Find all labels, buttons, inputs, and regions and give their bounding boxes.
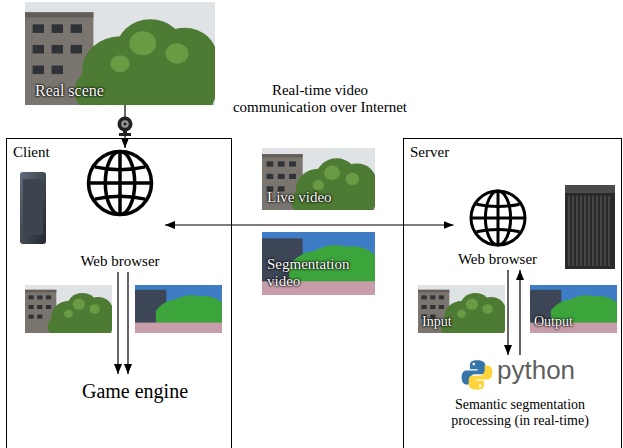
python-logo-use bbox=[462, 360, 493, 389]
engine-node: Game engine bbox=[70, 374, 200, 408]
cloud-shape-use bbox=[238, 138, 402, 306]
segmentation-image-use bbox=[262, 232, 375, 295]
connector bbox=[127, 272, 128, 374]
segmentation-image-use bbox=[530, 285, 617, 333]
engine-label: Game engine bbox=[82, 380, 188, 403]
server-rack-icon bbox=[565, 185, 615, 269]
server-box: ServerWeb browserInput Output pythonSemant… bbox=[403, 138, 622, 448]
phone-icon bbox=[20, 172, 46, 244]
logo-word: python bbox=[497, 356, 575, 386]
video-label: Segmentation video bbox=[267, 256, 362, 291]
image-label: Input bbox=[422, 314, 452, 330]
cloud-heading: Real-time video communication over Inter… bbox=[228, 82, 412, 117]
text-holder: Input bbox=[422, 312, 452, 330]
text-holder: Live video bbox=[267, 188, 332, 206]
client-box: ClientWeb browserGame engine bbox=[6, 138, 232, 448]
browser-label: Web browser bbox=[80, 253, 159, 270]
box-label: Client bbox=[13, 144, 50, 161]
browser-label: Web browser bbox=[458, 251, 537, 268]
image-node: Input bbox=[418, 285, 505, 333]
browser-node: Web browser bbox=[75, 148, 165, 272]
text-holder: Client bbox=[13, 143, 50, 161]
globe-icon bbox=[468, 188, 528, 248]
connector bbox=[117, 272, 118, 374]
connector bbox=[519, 270, 520, 355]
client-photo-thumbnail bbox=[25, 285, 123, 339]
photo-image-use bbox=[25, 2, 215, 105]
text-holder: Web browser bbox=[454, 250, 542, 268]
text-holder: Web browser bbox=[75, 252, 165, 270]
video-label: Live video bbox=[267, 189, 332, 206]
processing-node: pythonSemantic segmentation processing (… bbox=[425, 355, 615, 443]
image-label: Output bbox=[534, 314, 573, 330]
globe-icon bbox=[85, 148, 155, 218]
globe-icon-use bbox=[471, 191, 525, 245]
globe-icon-use bbox=[89, 152, 152, 215]
browser-node: Web browser bbox=[454, 188, 542, 270]
box-label: Server bbox=[410, 144, 449, 161]
image-node: Real scene bbox=[25, 2, 215, 105]
image-node: Output bbox=[530, 285, 617, 333]
text-holder: Server bbox=[410, 143, 449, 161]
python-logo bbox=[461, 359, 493, 391]
text-holder: Game engine bbox=[70, 380, 200, 403]
photo-image-use bbox=[262, 148, 375, 210]
processing-caption: Semantic segmentation processing (in rea… bbox=[434, 397, 606, 429]
text-holder: Real-time video communication over Inter… bbox=[222, 82, 418, 117]
connector bbox=[507, 270, 508, 355]
connector bbox=[165, 224, 454, 225]
image-label: Real scene bbox=[35, 82, 104, 100]
video-node: Live video bbox=[262, 148, 375, 210]
cloud-node: Real-time video communication over Inter… bbox=[222, 82, 418, 308]
text-holder: Semantic segmentation processing (in rea… bbox=[425, 397, 615, 429]
video-node: Segmentation video bbox=[262, 232, 375, 295]
text-holder: python bbox=[497, 356, 575, 386]
text-holder: Real scene bbox=[35, 82, 104, 100]
text-holder: Output bbox=[534, 312, 573, 330]
webcam-icon bbox=[118, 117, 133, 137]
photo-image-use bbox=[418, 285, 505, 333]
client-segmentation-thumbnail bbox=[135, 285, 222, 333]
text-holder: Segmentation video bbox=[267, 256, 362, 291]
